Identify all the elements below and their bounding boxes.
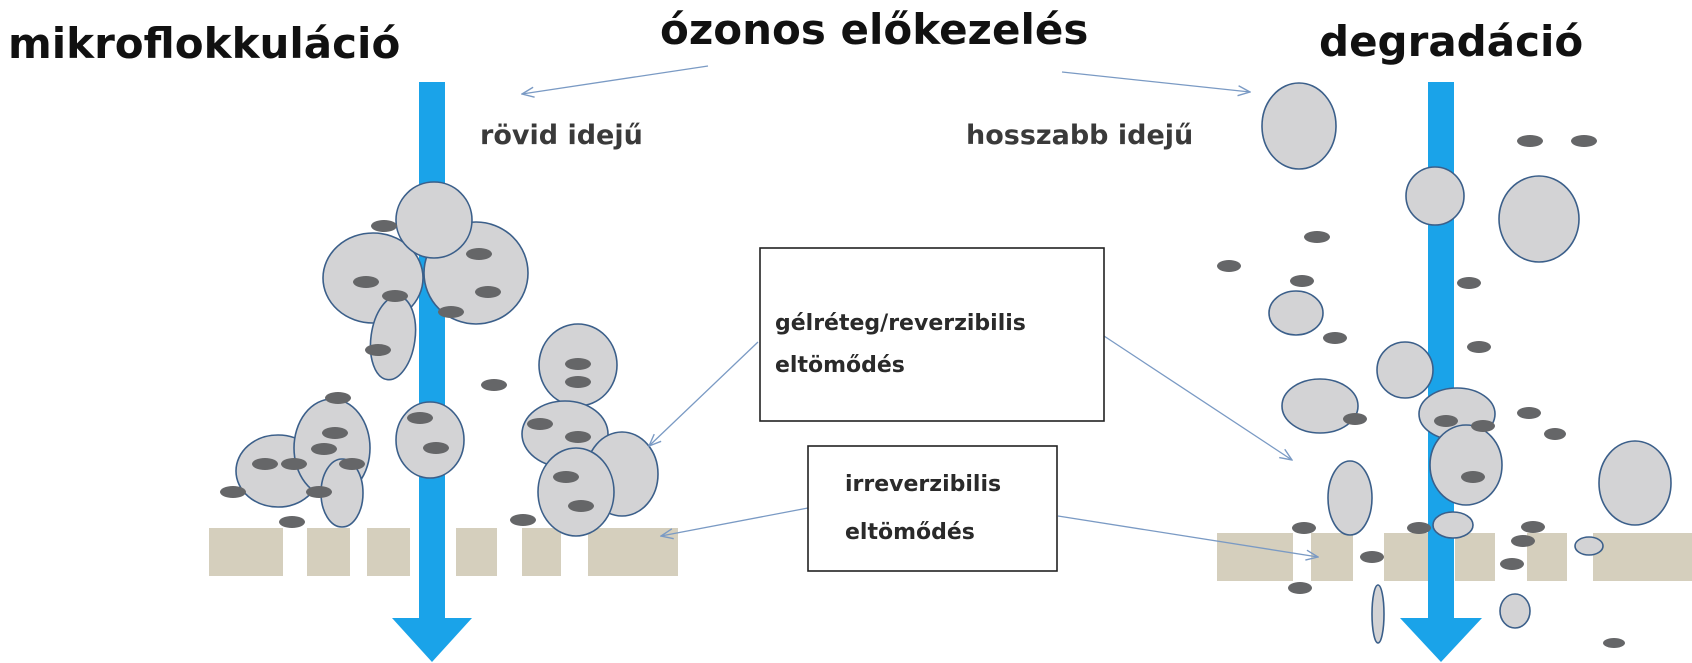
irreversible-line2: eltömődés (845, 520, 975, 545)
flock (1598, 440, 1672, 526)
title-degradation: degradáció (1319, 17, 1583, 66)
gel-layer-line1: gélréteg/reverzibilis (775, 311, 1026, 336)
flock (1281, 378, 1359, 434)
title-microflocculation: mikroflokkuláció (8, 19, 400, 68)
flock (1371, 584, 1385, 644)
flock (1574, 536, 1604, 556)
irreversible-line1: irreverzibilis (845, 472, 1001, 497)
subtitle-short-time: rövid idejű (480, 120, 643, 151)
gel-layer-line2: eltömődés (775, 353, 905, 378)
flock (1268, 290, 1324, 336)
right-membrane (1217, 533, 1692, 581)
flock (1499, 593, 1531, 629)
flock (1405, 166, 1465, 226)
left-flock-cluster (235, 181, 659, 537)
left-flow-arrow (392, 82, 472, 662)
title-ozone-pretreatment: ózonos előkezelés (660, 5, 1088, 54)
flock (1429, 424, 1503, 506)
gel-layer-box: gélréteg/reverzibilis eltömődés (759, 247, 1105, 422)
flock (1261, 82, 1337, 170)
flock (1327, 460, 1373, 536)
left-membrane (209, 528, 678, 576)
left-particles (220, 220, 594, 528)
flock (1498, 175, 1580, 263)
flock (1376, 341, 1434, 399)
flock (395, 401, 465, 479)
flock (395, 181, 473, 259)
flock (1432, 511, 1474, 539)
irreversible-box: irreverzibilis eltömődés (807, 445, 1058, 572)
subtitle-long-time: hosszabb idejű (966, 120, 1193, 151)
connector-arrows (522, 65, 1318, 557)
right-particles (1217, 135, 1625, 648)
right-flocks (1261, 82, 1672, 644)
flock (537, 447, 615, 537)
